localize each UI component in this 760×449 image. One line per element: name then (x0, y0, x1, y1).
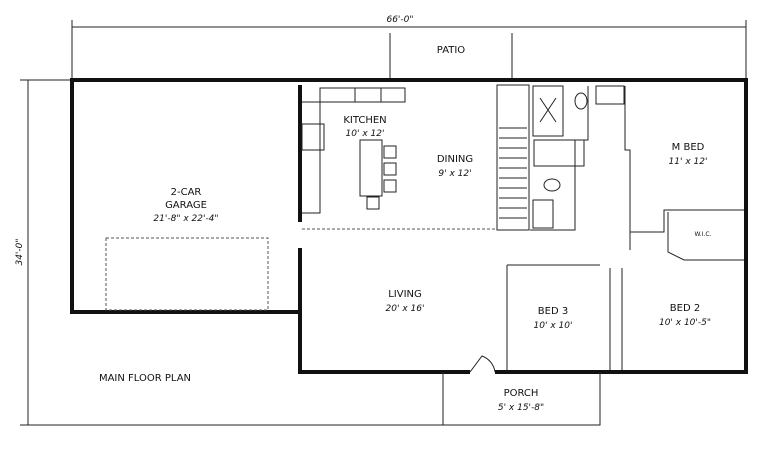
living-size: 20' x 16' (386, 304, 425, 314)
kitchen: KITCHEN 10' x 12' (301, 87, 406, 214)
bedroom-3: BED 3 10' x 10' (534, 306, 573, 331)
stairs (496, 84, 530, 231)
depth-dimension-label: 34'-0" (15, 238, 25, 265)
sink-icon (354, 87, 382, 103)
bathtub-icon (533, 139, 585, 167)
bed2-size: 10' x 10'-5" (659, 318, 711, 328)
dining-size: 9' x 12' (438, 169, 471, 179)
porch-size: 5' x 15'-8" (498, 403, 544, 413)
master-bed-size: 11' x 12' (669, 157, 708, 167)
front-door (469, 355, 496, 373)
kitchen-size: 10' x 12' (346, 129, 385, 139)
garage-label-line1: 2-CAR (171, 187, 202, 198)
kitchen-label: KITCHEN (343, 115, 386, 126)
porch: PORCH 5' x 15'-8" (442, 372, 601, 426)
dining: DINING 9' x 12' (302, 154, 495, 230)
living: LIVING 20' x 16' (386, 289, 425, 314)
bed2-label: BED 2 (670, 303, 700, 314)
toilet-icon (543, 178, 561, 192)
master-bed-label: M BED (672, 142, 705, 153)
width-dimension-label: 66'-0" (386, 15, 413, 25)
garage-label-line2: GARAGE (165, 200, 207, 211)
width-dimension: 66'-0" (71, 15, 747, 80)
island (359, 139, 383, 197)
master-bedroom: M BED 11' x 12' W.I.C. (630, 142, 744, 261)
dining-label: DINING (437, 154, 473, 165)
exterior-walls (70, 78, 748, 374)
porch-label: PORCH (504, 388, 539, 399)
range-icon (301, 123, 325, 151)
bathrooms (530, 85, 631, 250)
bedroom-2: BED 2 10' x 10'-5" (659, 303, 711, 328)
bed3-label: BED 3 (538, 306, 568, 317)
living-label: LIVING (388, 289, 422, 300)
plan-title: MAIN FLOOR PLAN (99, 373, 191, 384)
patio: PATIO (389, 33, 513, 80)
depth-dimension: 34'-0" (15, 79, 443, 426)
bed3-size: 10' x 10' (534, 321, 573, 331)
patio-label: PATIO (437, 45, 466, 56)
garage-size: 21'-8" x 22'-4" (153, 214, 218, 224)
wic-label: W.I.C. (695, 231, 712, 238)
toilet-icon (574, 92, 588, 110)
shower-icon (532, 85, 564, 137)
garage: 2-CAR GARAGE 21'-8" x 22'-4" (105, 187, 269, 311)
sink-icon (532, 199, 554, 229)
sink-icon (595, 85, 625, 105)
